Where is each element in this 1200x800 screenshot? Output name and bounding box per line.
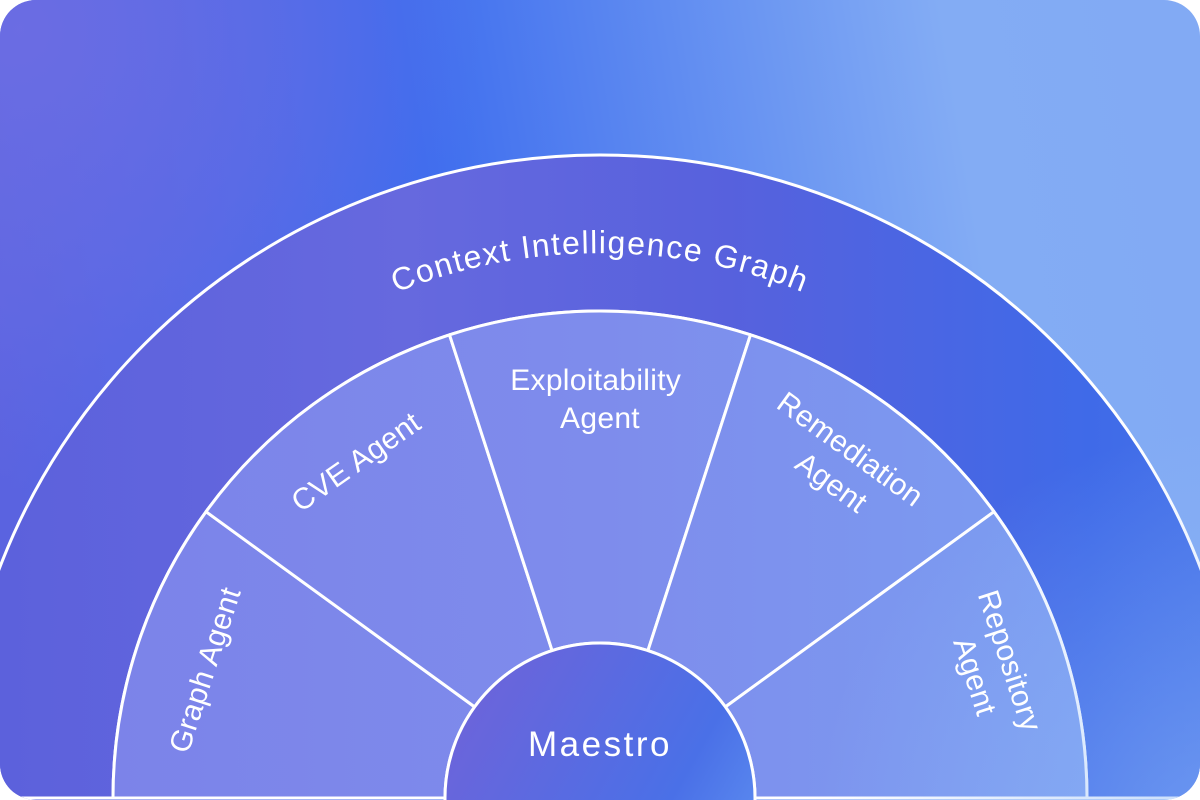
maestro-label: Maestro — [528, 725, 672, 764]
agent-label-exploitability: Exploitability Agent — [510, 364, 690, 435]
